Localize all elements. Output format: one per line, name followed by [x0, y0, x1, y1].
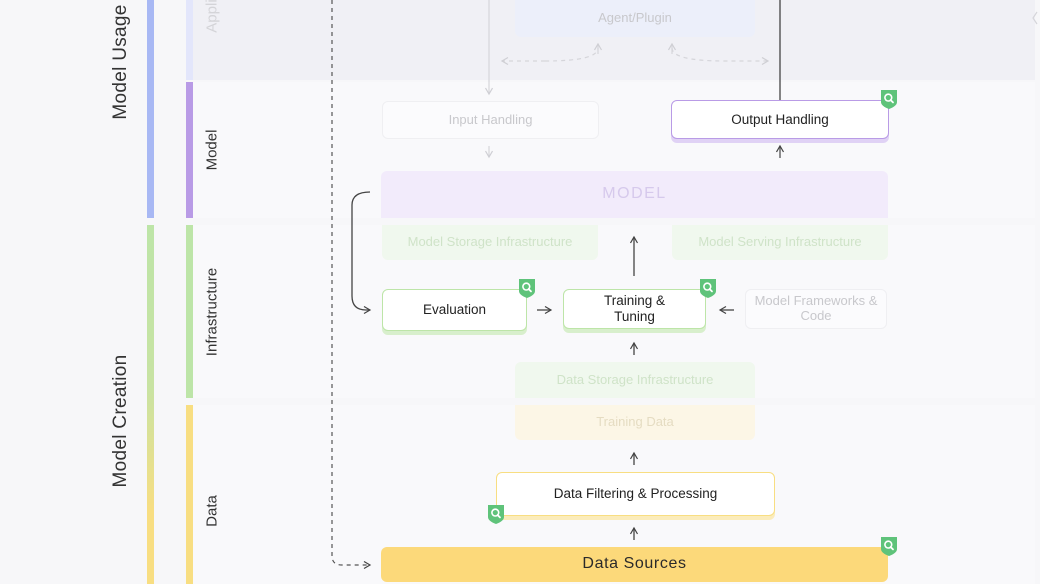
data-storage-node[interactable]: Data Storage Infrastructure: [515, 362, 755, 398]
training-tuning-node[interactable]: Training & Tuning: [563, 289, 706, 329]
agent-plugin-node[interactable]: Agent/Plugin: [515, 0, 755, 37]
magnifier-shield-icon[interactable]: [880, 537, 898, 556]
model-layer-bar: [186, 82, 193, 218]
data-layer-bar: [186, 405, 193, 584]
data-filtering-node[interactable]: Data Filtering & Processing: [496, 472, 775, 516]
model-creation-bar: [147, 225, 154, 584]
evaluation-node[interactable]: Evaluation: [382, 289, 527, 331]
input-handling-node[interactable]: Input Handling: [382, 101, 599, 139]
model-frameworks-node[interactable]: Model Frameworks & Code: [745, 289, 887, 329]
model-usage-bar: [147, 0, 154, 218]
infrastructure-layer-bar: [186, 225, 193, 398]
training-data-node[interactable]: Training Data: [515, 405, 755, 440]
magnifier-shield-icon[interactable]: [699, 279, 717, 298]
data-sources-node[interactable]: Data Sources: [381, 547, 888, 582]
application-layer-bar: [186, 0, 193, 80]
dashed-data-sources-arrow: [331, 0, 370, 565]
magnifier-shield-icon[interactable]: [518, 279, 536, 298]
magnifier-shield-icon[interactable]: [880, 90, 898, 109]
model-storage-node[interactable]: Model Storage Infrastructure: [382, 225, 598, 260]
model-node[interactable]: MODEL: [381, 171, 888, 218]
model-serving-node[interactable]: Model Serving Infrastructure: [672, 225, 888, 260]
output-handling-node[interactable]: Output Handling: [671, 100, 889, 139]
magnifier-shield-icon[interactable]: [487, 505, 505, 524]
